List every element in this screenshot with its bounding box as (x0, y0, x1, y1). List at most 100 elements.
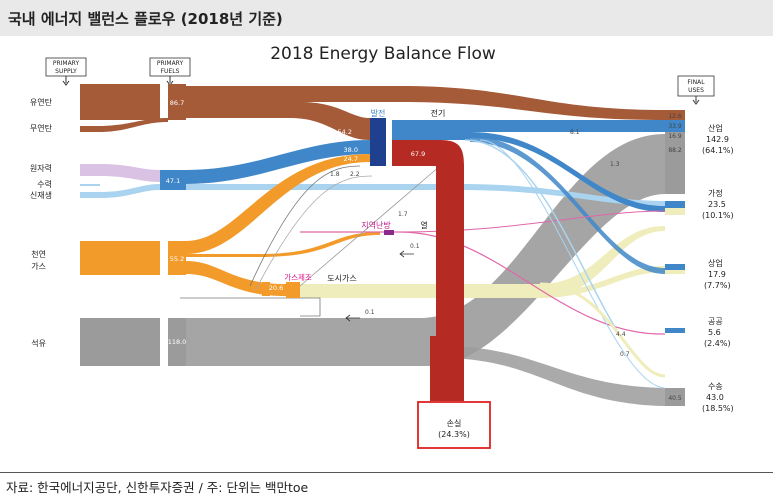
value-oil: 118.0 (168, 338, 187, 346)
loss-highlight-box (417, 401, 491, 449)
node-industry-elec (665, 120, 685, 132)
flow-coal-industry (186, 86, 665, 120)
svg-text:산업: 산업 (708, 123, 723, 133)
primary-fuels-box: PRIMARY FUELS (149, 57, 191, 86)
value-13: 1.3 (610, 161, 620, 168)
arrow-gas-icon (345, 314, 360, 322)
node-hydro-supply (80, 184, 100, 186)
flow-nuclear-power (186, 140, 370, 184)
svg-text:(24.3%): (24.3%) (438, 430, 470, 439)
label-anthracite: 무연탄 (30, 123, 53, 133)
value-heat-small: 0.1 (410, 243, 420, 250)
flow-thin-2 (254, 175, 373, 292)
arrow-heat-icon (399, 250, 414, 258)
value-nuclear: 47.1 (166, 177, 180, 185)
value-coal-power: 54.2 (338, 128, 352, 136)
source-note: 자료: 한국에너지공단, 신한투자증권 / 주: 단위는 백만toe (6, 480, 309, 495)
value-07: 0.7 (620, 351, 630, 358)
flow-loss-oil (430, 336, 436, 401)
flow-thin-1 (249, 165, 361, 287)
final-public-label: 공공 5.6 (2.4%) (704, 317, 731, 348)
svg-text:공공: 공공 (708, 317, 723, 326)
label-power: 발전 (371, 108, 386, 118)
value-gas-small: 0.1 (365, 309, 375, 316)
svg-text:142.9: 142.9 (706, 135, 729, 144)
label-heat: 열 (420, 221, 427, 230)
node-commercial-gas (665, 270, 685, 274)
svg-text:5.6: 5.6 (708, 328, 721, 337)
label-city-gas: 도시가스 (327, 274, 356, 283)
node-gasplant (286, 282, 300, 298)
value-lng: 55.2 (170, 255, 184, 263)
value-gas-plant: 20.6 (269, 284, 283, 292)
end-value-e: 40.5 (668, 395, 682, 402)
flow-lng-power (186, 154, 370, 254)
node-lng-supply (80, 241, 160, 275)
svg-text:PRIMARY: PRIMARY (53, 60, 80, 67)
flow-nuclear-to-fuel (100, 164, 160, 182)
node-oil-supply (80, 318, 160, 366)
final-industry-label: 산업 142.9 (64.1%) (702, 123, 734, 155)
svg-text:17.9: 17.9 (708, 270, 726, 279)
flow-renewable-household (186, 184, 665, 206)
label-gas-plant: 가스제조 (284, 273, 312, 282)
svg-text:SUPPLY: SUPPLY (55, 68, 77, 75)
label-lng-2: 가스 (31, 262, 46, 271)
label-oil: 석유 (31, 338, 46, 348)
end-value-c: 16.9 (668, 133, 682, 140)
value-81: 8.1 (570, 129, 580, 136)
flow-thin-6 (539, 282, 666, 378)
final-commercial-label: 상업 17.9 (7.7%) (704, 258, 731, 290)
flow-oil-industry (186, 134, 665, 366)
final-transport-label: 수송 43.0 (18.5%) (702, 382, 734, 413)
flow-coal-power (186, 102, 370, 140)
svg-text:43.0: 43.0 (706, 393, 724, 402)
node-industry-coal (665, 110, 685, 120)
flow-electricity-industry (392, 120, 665, 140)
svg-text:FINAL: FINAL (687, 79, 705, 86)
node-commercial (665, 264, 685, 274)
svg-text:PRIMARY: PRIMARY (157, 60, 184, 67)
label-district-heat: 지역난방 (361, 220, 391, 230)
label-coal: 유연탄 (30, 97, 53, 107)
end-value-a: 12.6 (668, 113, 682, 120)
label-nuclear: 원자력 (30, 163, 52, 173)
value-total-loss: 74.8 (443, 402, 457, 410)
energy-flow-diagram: 2018 Energy Balance Flow PRIMARY SUPPLY … (30, 44, 734, 449)
header-bar: 국내 에너지 밸런스 플로우 (2018년 기준) (0, 0, 773, 36)
svg-text:(18.5%): (18.5%) (702, 404, 734, 413)
flow-thin-7 (180, 297, 321, 317)
value-17: 1.7 (398, 211, 408, 218)
node-lng-fuel (168, 241, 186, 275)
value-lng-power: 24.7 (344, 155, 358, 163)
node-transport (665, 388, 685, 406)
svg-text:(2.4%): (2.4%) (704, 339, 731, 348)
label-lng-1: 천연 (31, 249, 46, 259)
loss-label: 손실 (24.3%) (438, 418, 470, 439)
primary-supply-box: PRIMARY SUPPLY (45, 57, 87, 86)
node-nuclear-supply (80, 164, 100, 176)
final-uses-box: FINAL USES (677, 75, 715, 105)
value-18: 1.8 (330, 171, 340, 178)
value-22: 2.2 (350, 171, 360, 178)
end-value-d: 88.2 (668, 147, 682, 154)
label-electricity: 전기 (431, 108, 446, 118)
flow-heat (300, 231, 666, 335)
node-gasplant-small (262, 282, 270, 296)
node-district-heat (384, 230, 394, 235)
node-power (370, 118, 386, 166)
final-household-label: 가정 23.5 (10.1%) (702, 188, 734, 220)
flow-renewable-to-fuel (100, 184, 160, 198)
node-public (665, 328, 685, 333)
svg-text:상업: 상업 (708, 258, 723, 268)
flow-anthracite (98, 118, 168, 132)
svg-text:23.5: 23.5 (708, 200, 726, 209)
flow-citygas (300, 226, 665, 298)
footer-divider (0, 472, 773, 473)
svg-text:가정: 가정 (708, 188, 723, 198)
value-44: 4.4 (616, 331, 626, 338)
node-oil-fuel (168, 318, 186, 366)
flow-thin-3 (299, 165, 441, 287)
flow-loss (392, 140, 464, 401)
flow-lng-gasplant (186, 261, 286, 296)
